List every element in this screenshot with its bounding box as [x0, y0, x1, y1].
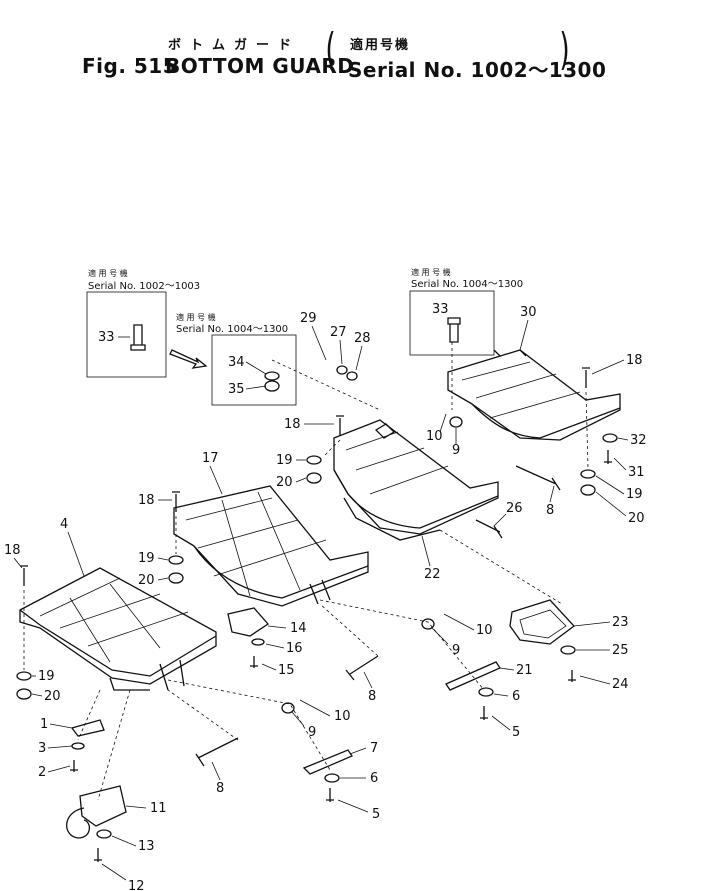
callout-18a: 18	[4, 543, 21, 558]
bolt-8c	[515, 465, 561, 491]
bolt-15	[250, 656, 258, 668]
bolt-31	[604, 450, 612, 464]
callout-20d: 20	[628, 511, 645, 526]
callout-17: 17	[202, 451, 219, 466]
japanese-title: ボトムガード	[168, 38, 301, 53]
bracket-7	[302, 749, 353, 775]
callout-29: 29	[300, 311, 317, 326]
open-paren: (	[325, 24, 336, 75]
callout-8a: 8	[216, 781, 224, 796]
callout-11: 11	[150, 801, 167, 816]
callout-23: 23	[612, 615, 629, 630]
callout-5b: 5	[372, 807, 380, 822]
callout-28: 28	[354, 331, 371, 346]
callout-16: 16	[286, 641, 303, 656]
callout-22: 22	[424, 567, 441, 582]
bolt-8a	[195, 737, 239, 767]
bracket-1	[70, 719, 105, 737]
callout-9a: 9	[308, 725, 316, 740]
callout-13: 13	[138, 839, 155, 854]
callout-4: 4	[60, 517, 68, 532]
callout-19c: 19	[276, 453, 293, 468]
callout-10a: 10	[334, 709, 351, 724]
bolt-2	[70, 760, 78, 772]
callout-34: 34	[228, 355, 245, 370]
bottom-guard-17	[173, 485, 369, 607]
callout-21: 21	[516, 663, 533, 678]
callout-6a: 6	[512, 689, 520, 704]
hook-11	[66, 785, 127, 839]
callout-31: 31	[628, 465, 645, 480]
box2-jp: 適 用 号 機	[176, 312, 216, 322]
callout-32: 32	[630, 433, 647, 448]
callout-10c: 10	[426, 429, 443, 444]
callout-14: 14	[290, 621, 307, 636]
callout-19a: 19	[38, 669, 55, 684]
figure-title: BOTTOM GUARD	[165, 54, 355, 78]
callout-1: 1	[40, 717, 48, 732]
box1-serial: Serial No. 1002～1003	[88, 281, 200, 292]
callout-18b: 18	[138, 493, 155, 508]
bottom-guard-30	[447, 349, 621, 441]
callout-9b: 9	[452, 643, 460, 658]
callout-19b: 19	[138, 551, 155, 566]
callout-20a: 20	[44, 689, 61, 704]
callout-33a: 33	[98, 330, 115, 345]
serial-range: Serial No. 1002～1300	[348, 58, 607, 82]
callout-8b: 8	[368, 689, 376, 704]
callout-24: 24	[612, 677, 629, 692]
serial-box-2: 適 用 号 機 Serial No. 1004～1300 34 35	[176, 312, 297, 406]
bolt-12	[94, 848, 102, 862]
callout-15: 15	[278, 663, 295, 678]
bracket-21	[445, 661, 501, 691]
bolt-18s	[20, 367, 590, 586]
box2-serial: Serial No. 1004～1300	[176, 324, 288, 335]
callout-18c: 18	[284, 417, 301, 432]
box3-serial: Serial No. 1004～1300	[411, 279, 523, 290]
callout-10b: 10	[476, 623, 493, 638]
bolt-24	[568, 670, 576, 682]
callout-2: 2	[38, 765, 46, 780]
box1-jp: 適 用 号 機	[88, 268, 128, 278]
callout-12: 12	[128, 879, 145, 891]
callout-5a: 5	[512, 725, 520, 740]
assembly-lines	[23, 342, 589, 801]
callout-18d: 18	[626, 353, 643, 368]
callout-26: 26	[506, 501, 523, 516]
callouts: 1 2 3 4 5 5 6 6 7 8 8 8 9 9 9 10 10 10	[4, 305, 647, 891]
callout-33b: 33	[432, 302, 449, 317]
serial-box-1: 適 用 号 機 Serial No. 1002～1003 33	[86, 268, 200, 378]
callout-8c: 8	[546, 503, 554, 518]
close-paren: )	[559, 24, 570, 75]
callout-30: 30	[520, 305, 537, 320]
serial-box-3: 適 用 号 機 Serial No. 1004～1300 33	[409, 267, 523, 356]
bolt-5s	[326, 706, 488, 802]
bolt-8b	[345, 655, 379, 681]
callout-9c: 9	[452, 443, 460, 458]
japanese-serial-label: 適用号機	[350, 38, 411, 53]
callout-35: 35	[228, 382, 245, 397]
box3-jp: 適 用 号 機	[411, 267, 451, 277]
bolt-26	[475, 519, 503, 539]
callout-20c: 20	[276, 475, 293, 490]
callout-25: 25	[612, 643, 629, 658]
callout-20b: 20	[138, 573, 155, 588]
figure-header: ボトムガード ( 適用号機 Fig. 515 BOTTOM GUARD Seri…	[0, 0, 715, 90]
callout-6b: 6	[370, 771, 378, 786]
bottom-guard-4	[19, 567, 217, 691]
callout-19d: 19	[626, 487, 643, 502]
plate-14	[227, 607, 269, 637]
plate-23	[509, 599, 575, 645]
arrow-icon	[169, 349, 208, 369]
callout-27: 27	[330, 325, 347, 340]
figure-number: Fig. 515	[82, 54, 178, 78]
washers	[16, 365, 618, 839]
bottom-guard-22	[333, 419, 499, 541]
callout-7: 7	[370, 741, 378, 756]
callout-3: 3	[38, 741, 46, 756]
